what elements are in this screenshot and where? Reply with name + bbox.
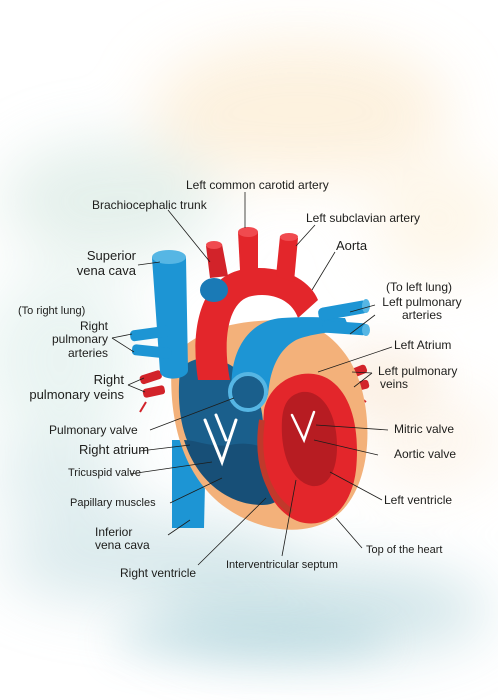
label-right-pulmonary-arteries: Right pulmonary arteries <box>38 319 108 360</box>
label-superior-vena-cava: Superior vena cava <box>42 248 136 278</box>
label-interventricular-septum: Interventricular septum <box>226 559 338 571</box>
right-pulmonary-arteries <box>130 325 173 359</box>
label-to-right-lung: (To right lung) <box>18 305 86 317</box>
label-left-pulmonary-arteries: Left pulmonary arteries <box>368 295 476 323</box>
label-left-pulmonary-veins-line1: Left pulmonary <box>378 364 458 378</box>
left-pulmonary-arteries <box>318 299 370 336</box>
label-inferior-vena-cava-line1: Inferior <box>95 525 133 539</box>
label-superior-vena-cava-line1: Superior <box>86 248 136 263</box>
label-aorta: Aorta <box>336 238 368 253</box>
label-right-pulmonary-arteries-line1: Right <box>79 319 108 333</box>
label-papillary-muscles: Papillary muscles <box>70 497 156 509</box>
label-aortic-valve: Aortic valve <box>394 447 457 461</box>
label-inferior-vena-cava-line2: vena cava <box>95 538 150 553</box>
label-right-pulmonary-veins: Right pulmonary veins <box>18 372 124 402</box>
label-tricuspid-valve: Tricuspid valve <box>68 467 141 479</box>
pulmonary-valve-ring <box>228 372 268 412</box>
mitral-valve-leaflets <box>290 410 316 444</box>
label-left-subclavian-artery: Left subclavian artery <box>306 211 421 225</box>
label-left-pulmonary-arteries-line1: Left pulmonary <box>382 295 462 309</box>
label-inferior-vena-cava: Inferior vena cava <box>95 525 150 553</box>
label-left-pulmonary-arteries-line2: arteries <box>401 308 442 323</box>
label-left-ventricle: Left ventricle <box>384 493 453 507</box>
label-to-left-lung: (To left lung) <box>386 280 453 294</box>
label-right-atrium: Right atrium <box>79 442 150 457</box>
pulmonary-trunk <box>231 317 350 395</box>
label-left-atrium: Left Atrium <box>394 338 452 352</box>
label-right-pulmonary-veins-line1: Right <box>93 372 124 387</box>
superior-vena-cava <box>152 252 188 379</box>
label-pulmonary-valve: Pulmonary valve <box>49 423 138 437</box>
label-brachiocephalic-trunk: Brachiocephalic trunk <box>92 198 207 212</box>
label-mitric-valve: Mitric valve <box>394 422 455 436</box>
label-right-pulmonary-arteries-line2: pulmonary <box>51 332 108 347</box>
label-right-pulmonary-veins-line2: pulmonary veins <box>29 386 124 402</box>
label-superior-vena-cava-line2: vena cava <box>76 262 136 278</box>
label-left-pulmonary-veins: Left pulmonary veins <box>378 364 458 392</box>
right-pulmonary-veins <box>139 370 166 413</box>
label-right-pulmonary-arteries-line3: arteries <box>67 345 108 360</box>
aortic-branches <box>206 227 298 282</box>
label-left-pulmonary-veins-line2: veins <box>380 377 409 392</box>
label-left-common-carotid-artery: Left common carotid artery <box>186 178 329 192</box>
left-ventricle-chamber <box>281 391 337 487</box>
label-top-of-the-heart: Top of the heart <box>366 544 443 556</box>
label-right-ventricle: Right ventricle <box>120 566 197 580</box>
right-atrium-appendage <box>200 278 228 302</box>
